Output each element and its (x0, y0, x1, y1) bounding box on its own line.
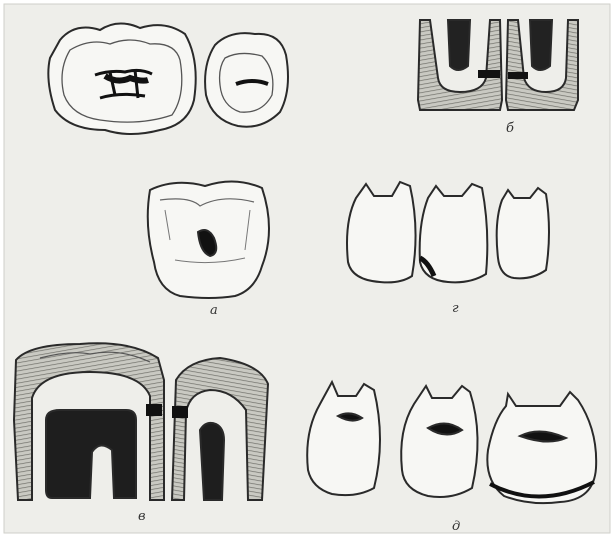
label-g: г (452, 301, 459, 316)
label-b: б (506, 121, 514, 136)
occlusal-molar-view (48, 23, 195, 134)
occlusal-premolar-view (205, 33, 288, 127)
label-v: в (138, 509, 146, 524)
molar-crown-a (148, 181, 269, 298)
label-d: д (452, 519, 460, 534)
label-a: а (210, 303, 218, 318)
incisors-g (347, 182, 549, 282)
